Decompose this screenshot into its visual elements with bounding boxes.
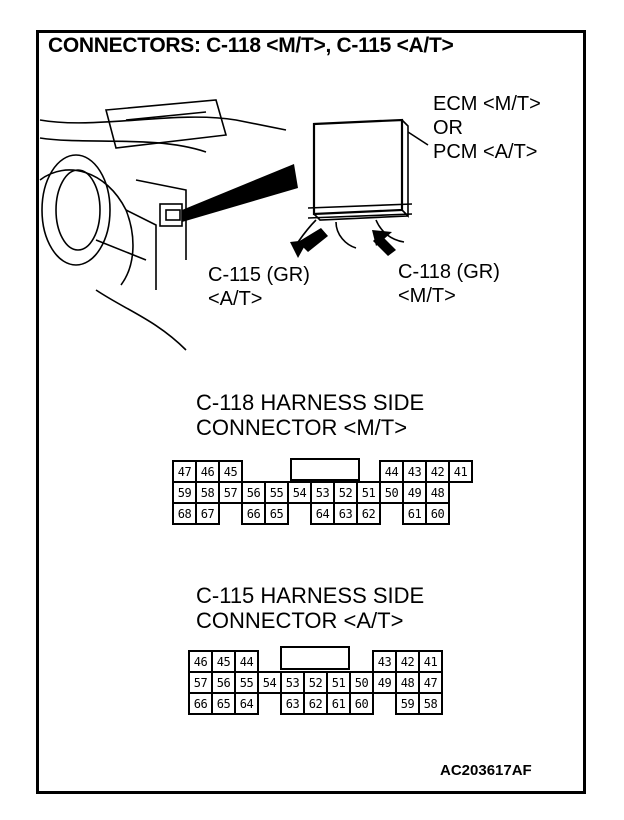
c115-pin-57: 57	[188, 671, 213, 694]
connector-label-c118: C-118 (GR)	[398, 261, 500, 283]
c115-pin-60: 60	[349, 692, 374, 715]
c115-pin-49: 49	[372, 671, 397, 694]
c118-pin-66: 66	[241, 502, 266, 525]
c118-pin-45: 45	[218, 460, 243, 483]
c118-pin-57: 57	[218, 481, 243, 504]
c118-pin-50: 50	[379, 481, 404, 504]
c118-pin-56: 56	[241, 481, 266, 504]
c115-pin-64: 64	[234, 692, 259, 715]
c118-pin-54: 54	[287, 481, 312, 504]
c118-pin-49: 49	[402, 481, 427, 504]
c118-pin-61: 61	[402, 502, 427, 525]
c115-pin-58: 58	[418, 692, 443, 715]
c118-pin-68: 68	[172, 502, 197, 525]
figure-frame	[36, 30, 586, 794]
c115-pin-48: 48	[395, 671, 420, 694]
dashboard-illustration	[39, 99, 429, 351]
c118-pin-67: 67	[195, 502, 220, 525]
module-label-pcm: PCM <A/T>	[433, 141, 538, 163]
c115-pin-46: 46	[188, 650, 213, 673]
c115-heading-line2: CONNECTOR <A/T>	[196, 608, 404, 633]
c115-pin-50: 50	[349, 671, 374, 694]
c118-pin-63: 63	[333, 502, 358, 525]
c118-pin-60: 60	[425, 502, 450, 525]
connector-label-c118-variant: <M/T>	[398, 285, 456, 307]
c115-pin-63: 63	[280, 692, 305, 715]
c115-pin-61: 61	[326, 692, 351, 715]
c118-pin-55: 55	[264, 481, 289, 504]
c118-pin-52: 52	[333, 481, 358, 504]
c115-pin-44: 44	[234, 650, 259, 673]
c118-pin-41: 41	[448, 460, 473, 483]
c115-pin-53: 53	[280, 671, 305, 694]
module-label-ecm: ECM <M/T>	[433, 93, 541, 115]
c118-pin-42: 42	[425, 460, 450, 483]
c118-pin-53: 53	[310, 481, 335, 504]
c115-pin-45: 45	[211, 650, 236, 673]
c118-pin-46: 46	[195, 460, 220, 483]
c118-pin-64: 64	[310, 502, 335, 525]
c115-heading-line1: C-115 HARNESS SIDE	[196, 583, 425, 608]
c115-pin-52: 52	[303, 671, 328, 694]
c115-pin-62: 62	[303, 692, 328, 715]
figure-code: AC203617AF	[440, 762, 532, 779]
c118-pin-44: 44	[379, 460, 404, 483]
figure-title: CONNECTORS: C-118 <M/T>, C-115 <A/T>	[48, 34, 454, 57]
c118-pin-65: 65	[264, 502, 289, 525]
c115-pin-55: 55	[234, 671, 259, 694]
c115-pin-43: 43	[372, 650, 397, 673]
c115-connector-key	[280, 646, 350, 670]
c115-pin-66: 66	[188, 692, 213, 715]
c115-pin-51: 51	[326, 671, 351, 694]
c118-pin-48: 48	[425, 481, 450, 504]
c118-pin-43: 43	[402, 460, 427, 483]
c115-pin-56: 56	[211, 671, 236, 694]
c115-pin-65: 65	[211, 692, 236, 715]
c115-pin-42: 42	[395, 650, 420, 673]
c118-pin-47: 47	[172, 460, 197, 483]
c115-pin-41: 41	[418, 650, 443, 673]
module-label-or: OR	[433, 117, 463, 139]
c118-connector-key	[290, 458, 360, 481]
c118-heading-line2: CONNECTOR <M/T>	[196, 415, 408, 440]
connector-label-c115-variant: <A/T>	[208, 288, 263, 310]
c118-pin-59: 59	[172, 481, 197, 504]
connector-label-c115: C-115 (GR)	[208, 264, 310, 286]
c115-pin-59: 59	[395, 692, 420, 715]
c115-pin-54: 54	[257, 671, 282, 694]
c115-pin-47: 47	[418, 671, 443, 694]
c118-heading-line1: C-118 HARNESS SIDE	[196, 390, 425, 415]
c118-pin-58: 58	[195, 481, 220, 504]
c118-pin-51: 51	[356, 481, 381, 504]
c118-pin-62: 62	[356, 502, 381, 525]
